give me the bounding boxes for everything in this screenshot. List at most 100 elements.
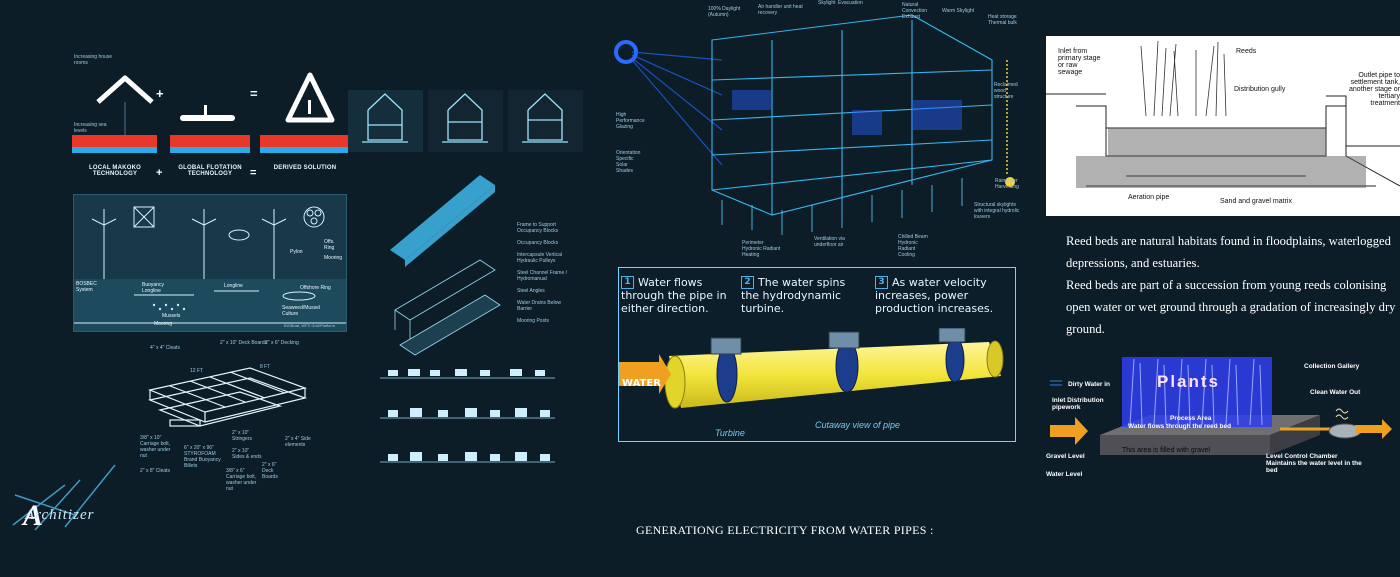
label-2x8: 2" x 8" Cleats (140, 468, 170, 474)
label-gravel-fill: This area is filled with gravel (1122, 447, 1210, 454)
label-offshore-ring: Offshore Ring (300, 285, 331, 291)
pipe-cutaway-drawing (619, 328, 1004, 409)
bs-callout-9: High Performance Glazing (616, 112, 645, 130)
module-callout: Mooring Posts (517, 318, 549, 324)
operator-equals-2: = (250, 167, 257, 179)
bs-callout-3: Skylight (818, 0, 836, 6)
module-panel: Frame to Support Occupancy Blocks Occupa… (380, 170, 580, 475)
label-carriage-bolt: 3/8" x 10" Carriage bolt, washer under n… (140, 435, 171, 459)
label-collection-gallery: Collection Gallery (1304, 363, 1360, 370)
operator-plus-1: + (156, 86, 164, 101)
reed-bed-diagram: Plants Dirty Water in Inlet Distribution… (1030, 345, 1400, 485)
step-3-number: 3 (875, 276, 888, 289)
bs-callout-12: Perimeter Hydronic Radiant Heating (742, 240, 781, 258)
reed-section-panel: Inlet from primary stage or raw sewage R… (1046, 36, 1400, 216)
house-sections (348, 80, 583, 152)
operator-equals-1: = (250, 86, 258, 101)
reed-label-aeration: Aeration pipe (1128, 194, 1170, 201)
label-deck-2x6: 2" x 6" Deck Boards (262, 462, 278, 480)
label-mooring: Mooring (154, 321, 173, 327)
note-side: Increasing sea levels (74, 122, 107, 134)
module-drawing (380, 175, 555, 463)
house-section-drawings (348, 90, 583, 152)
label-cleats: 4" x 4" Cleats (150, 345, 180, 351)
reed-bed-drawing (1050, 357, 1392, 455)
bs-callout-6: Warm Skylight (942, 8, 975, 14)
plants-label: Plants (1157, 372, 1221, 391)
reed-label-outlet: Outlet pipe to settlement tank, another … (1349, 72, 1400, 107)
cutaway-label: Cutaway view of pipe (815, 420, 901, 430)
reed-label-reeds: Reeds (1236, 48, 1257, 55)
caption-derived: DERIVED SOLUTION (273, 165, 337, 171)
module-callout: Water Drains Below Barrier (517, 300, 561, 312)
svg-text:A: A (21, 499, 43, 532)
step-3-text: As water velocity increases, power produ… (875, 276, 994, 315)
bs-callout-11: Rainwater Harvesting (995, 178, 1019, 190)
label-process-area: Process Area (1170, 415, 1212, 422)
module-callouts: Frame to Support Occupancy Blocks Occupa… (517, 222, 577, 324)
bosbec-credit: BIOBoat, WFS Grid/Platform (284, 323, 335, 328)
step-2-number: 2 (741, 276, 754, 289)
label-bolt-2: 3/8" x 6" Carriage bolt, washer under nu… (226, 468, 257, 492)
platform-panel: 4" x 4" Cleats 2" x 10" Deck Boards 2" x… (140, 340, 320, 500)
label-longline: Longline (224, 283, 243, 289)
caption-local: LOCAL MAKOKO TECHNOLOGY (89, 165, 141, 177)
bs-callout-5: Natural Convection Exhaust (902, 2, 928, 20)
label-2x4: 2" x 4" Side elements (285, 436, 311, 448)
reed-label-inlet: Inlet from primary stage or raw sewage (1058, 48, 1101, 76)
logo-graphic: A (12, 464, 116, 532)
bs-callout-8: Reclaimed wood structure (994, 82, 1018, 100)
turbine-label: Turbine (715, 428, 745, 438)
label-flows-through: Water flows through the reed bed (1128, 423, 1232, 430)
label-offs-ring: Offs. Ring (324, 239, 335, 251)
label-8ft: 8 FT (260, 364, 271, 370)
solution-diagram (72, 72, 348, 153)
caption-global: GLOBAL FLOTATION TECHNOLOGY (178, 165, 242, 177)
reed-paragraph-1: Reed beds are natural habitats found in … (1066, 234, 1391, 270)
step-1-text: Water flows through the pipe in either d… (621, 276, 727, 315)
label-water-level: Water Level (1046, 471, 1083, 478)
module-callout: Occupancy Blocks (517, 240, 559, 246)
reed-paragraph-2: Reed beds are part of a succession from … (1066, 278, 1396, 336)
bs-callout-1: 100% Daylight (Autumn) (708, 6, 741, 18)
building-section-panel: 100% Daylight (Autumn) Air handler unit … (612, 0, 1027, 258)
bs-callout-4: Evacuation (838, 0, 863, 6)
derived-solution-panel: Increasing house rooms Increasing sea le… (70, 50, 360, 185)
architizer-logo: A Architizer (5, 455, 165, 535)
building-section-drawing (614, 14, 1015, 235)
note-top: Increasing house rooms (74, 54, 113, 66)
module-callout: Intercapsule Vertical Hydraulic Pulleys (517, 252, 563, 264)
operator-plus-2: + (156, 167, 163, 179)
label-seaweed: Seaweed/Mussel Culture (282, 305, 321, 317)
label-12ft: 12 FT (190, 368, 204, 374)
bs-callout-13: Ventilation via underfloor air (814, 236, 845, 248)
label-buoyancy: Buoyancy Longline (142, 282, 164, 294)
module-callout: Steel Channel Frame / Hydromanual (517, 270, 568, 282)
label-level-control: Level Control Chamber Maintains the wate… (1266, 453, 1362, 474)
label-inlet-pipework: Inlet Distribution pipework (1052, 397, 1104, 411)
logo-text: Architizer (25, 507, 95, 523)
label-pylon: Pylon (290, 249, 303, 255)
step-2-text: The water spins the hydrodynamic turbine… (741, 276, 846, 315)
water-label: WATER (622, 378, 661, 389)
bosbec-panel: BOSBEC System Buoyancy Longline Mussels … (73, 194, 347, 332)
label-clean-water: Clean Water Out (1310, 389, 1361, 396)
platform-drawing (147, 367, 308, 427)
label-sides-ends: 2" x 10" Sides & ends (232, 448, 262, 460)
label-bosbec-system: BOSBEC System (76, 281, 97, 293)
reed-section-drawing (1046, 40, 1400, 188)
bs-callout-10: Orientation Specific Solar Shades (616, 150, 641, 174)
step-1-number: 1 (621, 276, 634, 289)
label-mooring-2: Mooring (324, 255, 343, 261)
bosbec-diagram (74, 206, 346, 331)
bs-callout-2: Air handler unit heat recovery (758, 4, 803, 16)
footer-heading: GENERATIONG ELECTRICITY FROM WATER PIPES… (636, 523, 934, 537)
label-mussels: Mussels (162, 313, 181, 319)
reed-label-matrix: Sand and gravel matrix (1220, 198, 1292, 205)
label-dirty-water: Dirty Water in (1068, 381, 1111, 388)
label-decking: 2" x 6" Decking (265, 340, 299, 346)
